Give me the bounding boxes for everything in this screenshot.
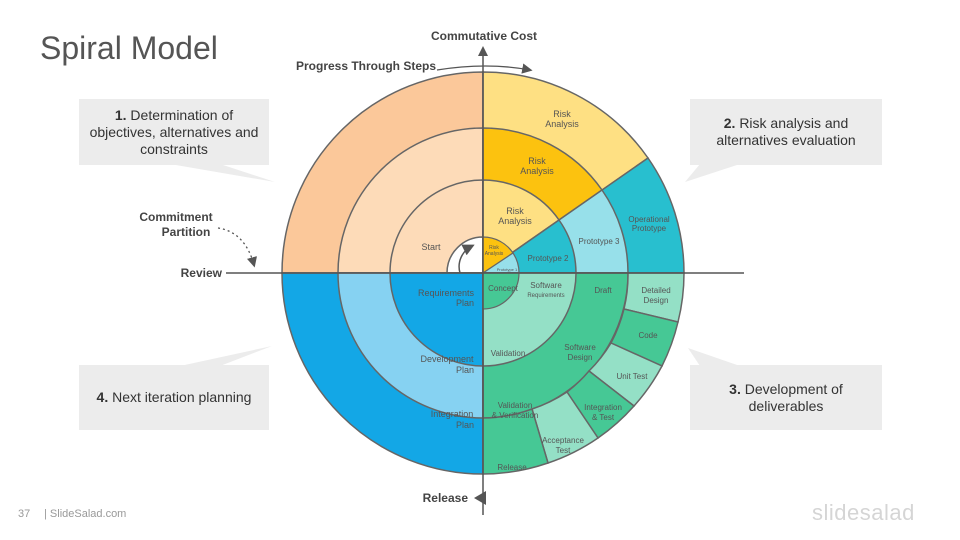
commitment-label: Commitment <box>139 210 212 224</box>
release-segment-label: Release <box>497 463 527 472</box>
prototype-2: Prototype 2 <box>528 254 569 263</box>
unit-test-label: Unit Test <box>617 372 649 381</box>
footer-site: | SlideSalad.com <box>44 508 127 520</box>
review-label: Review <box>181 266 223 280</box>
q4-core <box>482 272 520 310</box>
draft-label: Draft <box>594 286 612 295</box>
q3-inner <box>389 272 484 367</box>
concept-label: Concept <box>488 284 519 293</box>
release-axis-label: Release <box>423 491 469 505</box>
release-arrow <box>474 491 486 505</box>
callout-3: 3. Development of deliverables <box>690 365 882 430</box>
axis-top-label: Commutative Cost <box>431 29 537 43</box>
callout-4: 4. Next iteration planning <box>79 365 269 430</box>
integration-test: Integration& Test <box>584 403 622 422</box>
progress-label: Progress Through Steps <box>296 59 436 73</box>
validation-label: Validation <box>491 349 526 358</box>
callout-2: 2. Risk analysis and alternatives evalua… <box>690 99 882 165</box>
start-label: Start <box>421 242 441 252</box>
brand-logo: slidesalad <box>812 500 915 525</box>
prototype-1: Prototype 1 <box>497 267 518 272</box>
validation-verification: Validation& Verification <box>492 401 539 420</box>
page-title: Spiral Model <box>40 30 218 66</box>
partition-label: Partition <box>162 225 211 239</box>
page-number: 37 <box>18 508 31 520</box>
callout-1: 1. Determination of objectives, alternat… <box>79 99 269 165</box>
code-label: Code <box>638 331 658 340</box>
prototype-3: Prototype 3 <box>579 237 620 246</box>
